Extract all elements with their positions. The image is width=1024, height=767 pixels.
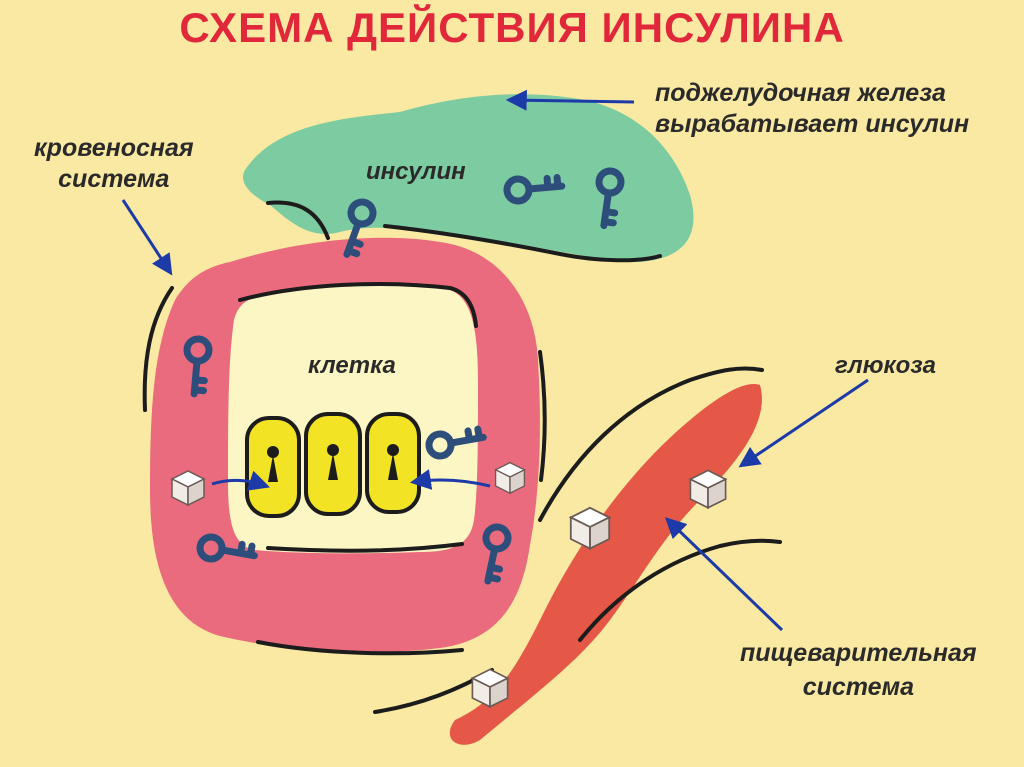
diagram-title: СХЕМА ДЕЙСТВИЯ ИНСУЛИНА [179,4,845,51]
digestive-outline-lower [578,538,782,642]
lock-icon [245,416,301,518]
arrow-icon [121,199,173,276]
digestive-system-label-line1: пищеварительная [740,639,977,667]
arrow-icon [211,470,270,491]
blood-system-label-line1: кровеносная [34,134,194,162]
lock-icon [304,412,362,516]
sugar-cube-icon [569,506,611,550]
digestive-outline-upper [538,366,764,522]
lock-icon [365,412,421,514]
blood-outline-left [142,286,174,412]
sugar-cube-icon [471,668,509,708]
blood-system-label-line2: система [58,165,170,193]
insulin-label: инсулин [366,158,466,185]
sugar-cube-icon [689,469,727,509]
digestive-system-label-line2: система [802,673,914,701]
arrow-icon [738,378,869,468]
pancreas-label: поджелудочная железа вырабатывает инсули… [655,78,969,140]
pancreas-outline [266,200,330,240]
cell-label: клетка [308,352,396,379]
sugar-cube-icon [171,470,205,506]
pancreas-outline-right [383,224,662,263]
arrow-icon [664,517,784,632]
sugar-cube-icon [494,461,526,494]
glucose-label: глюкоза [835,352,936,379]
blood-system-label: кровеносная система [34,133,194,195]
blood-outline-bottom [256,640,464,656]
digestive-system-label: пищеварительная система [740,636,977,704]
arrow-icon [409,469,491,490]
cell-outline-top [238,282,478,328]
arrow-icon [505,89,635,111]
cell-outline-bottom [266,542,464,553]
digestive-tract [449,384,762,745]
pancreas-label-line1: поджелудочная железа [655,79,946,107]
locks [245,412,421,518]
blood-outline-right [538,350,547,482]
pancreas-label-line2: вырабатывает инсулин [655,110,970,138]
